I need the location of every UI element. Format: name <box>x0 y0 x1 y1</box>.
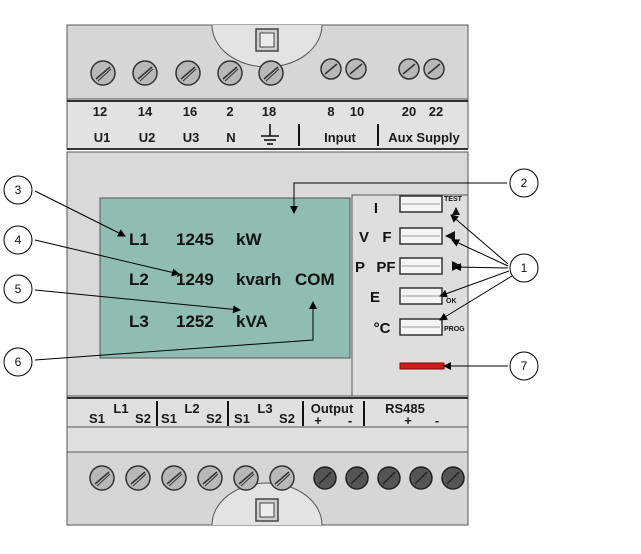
rs485-label: RS485 <box>385 401 425 416</box>
bottom-label-l2: L2 <box>184 401 199 416</box>
button-row-v-f: V F <box>359 227 455 246</box>
button-row-c: °C PROG <box>374 318 465 337</box>
callout-3: 3 <box>3 175 33 205</box>
terminal-label-u2: U2 <box>139 130 156 145</box>
callout-leaders <box>34 182 513 370</box>
svg-text:PF: PF <box>376 259 395 276</box>
terminal-number: 18 <box>262 104 276 119</box>
button-row-e: E OK <box>370 287 457 306</box>
lcd-phase-l3: L3 <box>129 312 149 331</box>
svg-text:3: 3 <box>15 183 22 197</box>
svg-text:1: 1 <box>521 261 528 275</box>
output-plus: + <box>314 413 322 428</box>
lcd-display <box>99 197 351 359</box>
bottom-screws <box>89 465 465 491</box>
lcd-value-l3: 1252 <box>176 312 214 331</box>
button-row-i: I TEST <box>374 195 463 217</box>
bottom-label-l3: L3 <box>257 401 272 416</box>
rs485-plus: + <box>404 413 412 428</box>
bottom-label-s2: S2 <box>206 411 222 426</box>
lcd-value-l1: 1245 <box>176 230 214 249</box>
triangle-up-icon <box>452 207 460 215</box>
terminal-number: 2 <box>226 104 233 119</box>
svg-text:PROG: PROG <box>444 326 465 333</box>
svg-text:E: E <box>370 289 380 306</box>
lcd-unit-l2: kvarh <box>236 270 281 289</box>
callout-4: 4 <box>3 225 33 255</box>
terminal-number: 10 <box>350 104 364 119</box>
callout-5: 5 <box>3 274 33 304</box>
status-led <box>399 362 445 370</box>
top-screws <box>90 58 445 86</box>
terminal-number: 8 <box>327 104 334 119</box>
svg-text:P: P <box>355 259 365 276</box>
bottom-label-s1: S1 <box>161 411 177 426</box>
terminal-label-u1: U1 <box>94 130 111 145</box>
lcd-value-l2: 1249 <box>176 270 214 289</box>
input-label: Input <box>324 130 356 145</box>
lcd-unit-l1: kW <box>236 230 262 249</box>
output-minus: - <box>348 413 352 428</box>
svg-text:OK: OK <box>446 298 457 305</box>
aux-supply-label: Aux Supply <box>388 130 460 145</box>
lcd-unit-l3: kVA <box>236 312 268 331</box>
terminal-number: 22 <box>429 104 443 119</box>
svg-text:V: V <box>359 229 369 246</box>
bottom-label-s2: S2 <box>135 411 151 426</box>
bottom-label-l1: L1 <box>113 401 128 416</box>
svg-text:°C: °C <box>374 320 391 337</box>
svg-text:F: F <box>382 229 391 246</box>
bottom-label-s2: S2 <box>279 411 295 426</box>
svg-text:5: 5 <box>15 282 22 296</box>
terminal-number: 16 <box>183 104 197 119</box>
ground-icon <box>261 124 279 145</box>
triangle-left-icon <box>445 231 455 241</box>
bottom-label-s1: S1 <box>234 411 250 426</box>
callout-1: 1 <box>509 253 539 283</box>
svg-text:7: 7 <box>521 359 528 373</box>
output-label: Output <box>311 401 354 416</box>
svg-text:4: 4 <box>15 233 22 247</box>
svg-text:TEST: TEST <box>444 196 463 203</box>
terminal-label-n: N <box>226 130 235 145</box>
terminal-number: 12 <box>93 104 107 119</box>
callout-6: 6 <box>3 347 33 377</box>
lcd-com: COM <box>295 270 335 289</box>
svg-text:I: I <box>374 200 378 217</box>
svg-text:6: 6 <box>15 355 22 369</box>
terminal-number: 20 <box>402 104 416 119</box>
callout-7: 7 <box>509 351 539 381</box>
callout-2: 2 <box>509 168 539 198</box>
terminal-number: 14 <box>138 104 153 119</box>
lcd-phase-l2: L2 <box>129 270 149 289</box>
svg-text:2: 2 <box>521 176 528 190</box>
rs485-minus: - <box>435 413 439 428</box>
lcd-phase-l1: L1 <box>129 230 149 249</box>
bottom-label-s1: S1 <box>89 411 105 426</box>
terminal-label-u3: U3 <box>183 130 200 145</box>
